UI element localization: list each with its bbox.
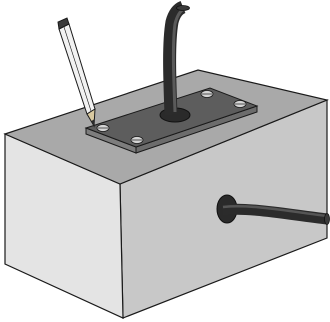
bolt-icon: [201, 91, 213, 98]
pencil-body: [59, 24, 95, 114]
bolt-icon: [97, 125, 109, 132]
bolt-icon: [234, 101, 246, 108]
bolt-icon: [131, 137, 143, 144]
